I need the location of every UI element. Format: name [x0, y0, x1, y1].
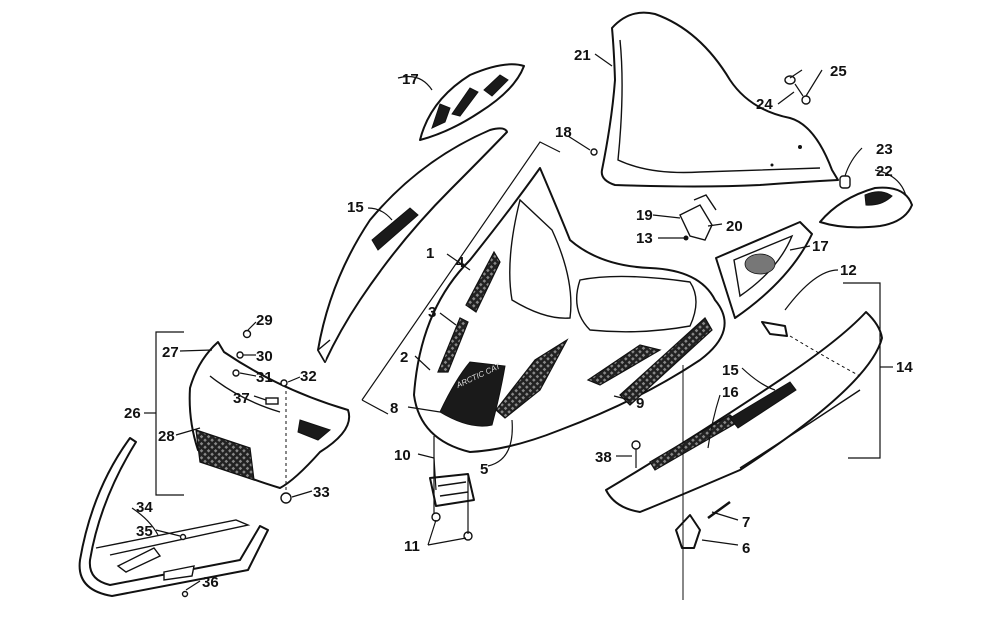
- callout-34: 34: [136, 499, 153, 516]
- bracket-part-19-20: [679, 194, 717, 241]
- callout-38: 38: [595, 449, 612, 466]
- callout-9: 9: [636, 395, 644, 412]
- callout-27: 27: [162, 344, 179, 361]
- callout-31: 31: [256, 369, 273, 386]
- nuts-part-11: [431, 512, 473, 541]
- callout-17-upper: 17: [402, 71, 419, 88]
- windshield: [600, 11, 839, 188]
- callout-16: 16: [722, 384, 739, 401]
- callout-28: 28: [158, 428, 175, 445]
- callout-30: 30: [256, 348, 273, 365]
- callout-2: 2: [400, 349, 408, 366]
- vent-part-17-right: [715, 221, 813, 319]
- callout-4: 4: [456, 254, 465, 271]
- callout-3: 3: [428, 304, 436, 321]
- callout-33: 33: [313, 484, 330, 501]
- callout-17-right: 17: [812, 238, 829, 255]
- clip-part-12: [761, 321, 788, 337]
- screw-part-38: [631, 440, 641, 468]
- callout-29: 29: [256, 312, 273, 329]
- callout-10: 10: [394, 447, 411, 464]
- side-panel-right-14: [605, 311, 883, 513]
- callout-24: 24: [756, 96, 773, 113]
- callout-5: 5: [480, 461, 488, 478]
- callout-25: 25: [830, 63, 847, 80]
- pin-part-18: [590, 148, 598, 156]
- callout-19: 19: [636, 207, 653, 224]
- callout-21: 21: [574, 47, 591, 64]
- hood: ARCTIC CAT: [413, 167, 726, 453]
- callout-35: 35: [136, 523, 153, 540]
- callout-labels: 1 2 3 4 5 6 7 8 9 10 11 12 13 14 15 15 1…: [124, 47, 913, 591]
- grommet-part-23: [839, 175, 851, 189]
- hinge-part-10: [429, 473, 475, 507]
- callout-22: 22: [876, 163, 893, 180]
- bracket-part-6: [675, 514, 701, 549]
- bumper-34: [78, 437, 269, 598]
- callout-20: 20: [726, 218, 743, 235]
- windshield-screws: [784, 75, 811, 105]
- callout-18: 18: [555, 124, 572, 141]
- bolt-part-7: [707, 500, 731, 520]
- side-panel-left-15: [317, 127, 508, 363]
- callout-12: 12: [840, 262, 857, 279]
- callout-37: 37: [233, 390, 250, 407]
- nose-cone-28: [188, 341, 351, 489]
- nose-hardware-29-33: [232, 329, 292, 504]
- callout-15-right: 15: [722, 362, 739, 379]
- callout-13: 13: [636, 230, 653, 247]
- vent-part-17-upper: [419, 63, 525, 141]
- callout-1: 1: [426, 245, 434, 262]
- callout-6: 6: [742, 540, 750, 557]
- callout-14: 14: [896, 359, 913, 376]
- leader-lines: [131, 53, 907, 600]
- callout-23: 23: [876, 141, 893, 158]
- callout-7: 7: [742, 514, 750, 531]
- mirror-part-22: [819, 186, 913, 229]
- callout-36: 36: [202, 574, 219, 591]
- callout-15-left: 15: [347, 199, 364, 216]
- callout-32: 32: [300, 368, 317, 385]
- callout-8: 8: [390, 400, 398, 417]
- callout-11: 11: [404, 538, 420, 555]
- callout-26: 26: [124, 405, 141, 422]
